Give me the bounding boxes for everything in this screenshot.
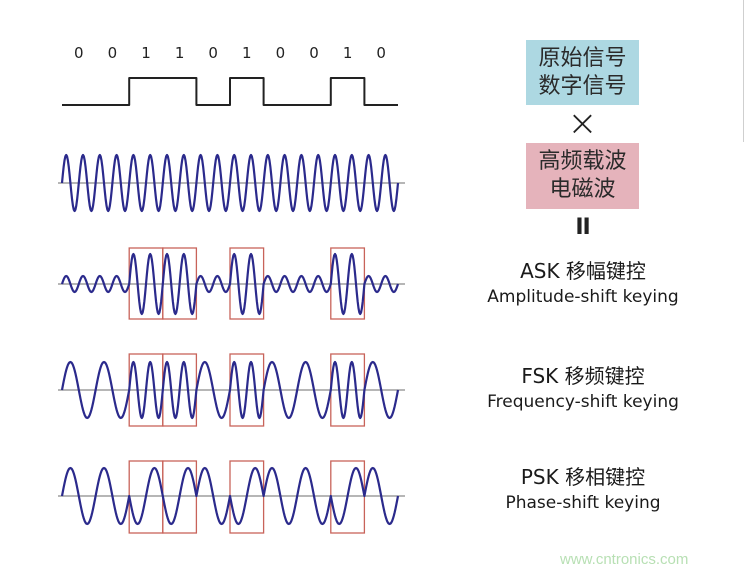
- ask-subtitle: Amplitude-shift keying: [487, 287, 679, 307]
- digital-signal-label: 数字信号: [538, 73, 627, 99]
- bit-label: 1: [174, 44, 185, 62]
- fsk-subtitle: Frequency-shift keying: [487, 392, 679, 412]
- bit-label: 0: [275, 44, 286, 62]
- em-wave-label: 电磁波: [549, 177, 616, 202]
- carrier-waveform: [58, 153, 405, 213]
- bit-label: 0: [74, 44, 84, 62]
- carrier-label: 高频载波: [538, 149, 627, 174]
- fsk-title: FSK 移频键控: [521, 364, 645, 388]
- original-signal-box: 原始信号 数字信号: [526, 40, 639, 105]
- psk-title: PSK 移相键控: [520, 465, 646, 489]
- bit-label: 1: [242, 44, 252, 62]
- psk-waveform: [58, 460, 405, 534]
- edge-divider: [743, 0, 744, 142]
- ask-label: ASK 移幅键控 Amplitude-shift keying: [440, 257, 726, 309]
- psk-subtitle: Phase-shift keying: [505, 493, 661, 513]
- fsk-label: FSK 移频键控 Frequency-shift keying: [440, 362, 726, 414]
- ask-title: ASK 移幅键控: [520, 259, 646, 283]
- multiply-symbol: ×: [567, 103, 598, 144]
- carrier-box: 高频载波 电磁波: [526, 143, 639, 209]
- bit-label: 0: [107, 44, 118, 62]
- psk-label: PSK 移相键控 Phase-shift keying: [440, 463, 726, 515]
- digital-signal-waveform: [62, 77, 398, 106]
- equals-symbol: II: [575, 215, 590, 240]
- watermark: www.cntronics.com: [560, 551, 689, 568]
- fsk-waveform: [58, 353, 405, 427]
- bit-label: 1: [342, 44, 353, 62]
- original-signal-label: 原始信号: [538, 45, 627, 71]
- bit-label: 0: [208, 44, 218, 62]
- ask-waveform: [58, 247, 405, 320]
- bit-label: 0: [309, 44, 319, 62]
- bit-label: 1: [141, 44, 151, 62]
- bit-label: 0: [376, 44, 386, 62]
